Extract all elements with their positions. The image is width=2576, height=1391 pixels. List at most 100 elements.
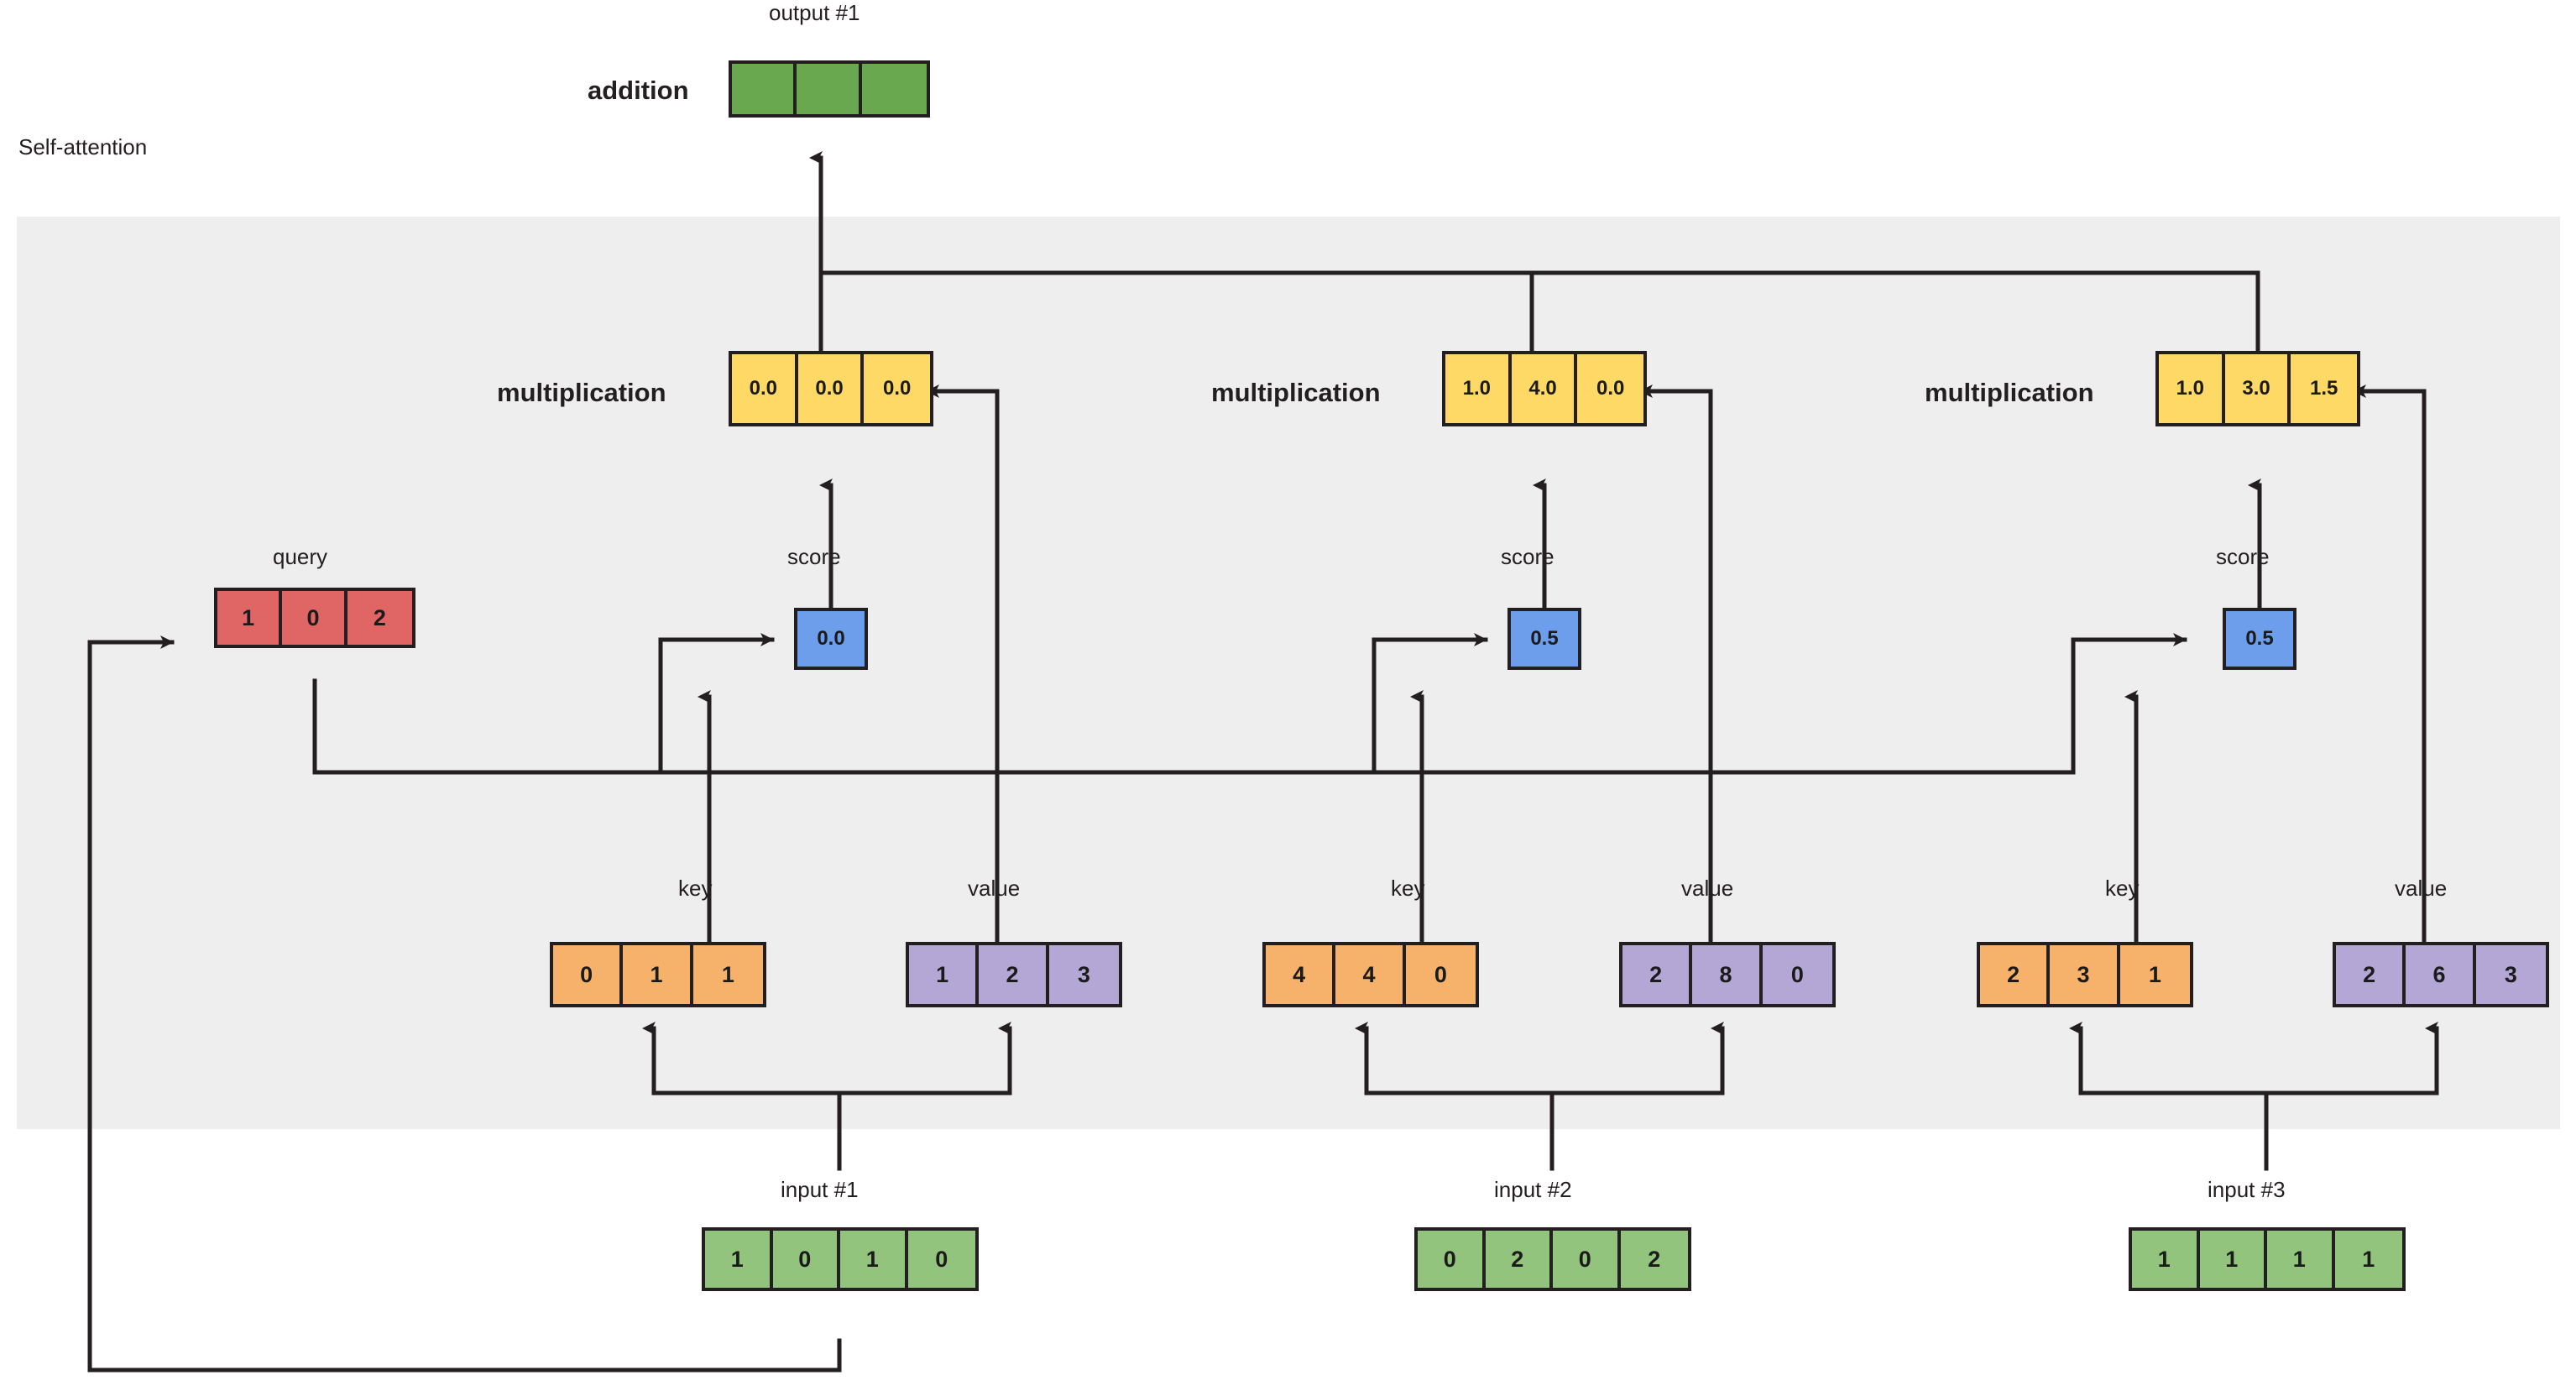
key-vector-3: 2 3 1	[1977, 942, 2193, 1007]
wire-input3-to-key3	[2069, 1022, 2269, 1171]
wire-value3-to-mult3	[2352, 384, 2427, 944]
multiplication-vector-3: 1.0 3.0 1.5	[2155, 351, 2360, 426]
key-cell: 1	[623, 945, 693, 1004]
output-cell	[732, 64, 797, 114]
multiplication-label-3: multiplication	[1925, 378, 2094, 407]
query-caption: query	[273, 544, 328, 569]
query-cell: 2	[373, 604, 386, 630]
mult-cell: 3.0	[2225, 354, 2291, 423]
wire-mult3-to-sum-bus	[818, 270, 2260, 353]
input-cell: 0	[1418, 1231, 1486, 1288]
wire-value2-to-mult2	[1638, 384, 1713, 944]
query-cell: 0	[282, 591, 347, 645]
key-vector-2: 4 4 0	[1262, 942, 1479, 1007]
key-cell: 0	[1434, 961, 1447, 987]
mult-cell: 0.0	[732, 354, 798, 423]
score-box-3: 0.5	[2223, 608, 2296, 670]
output-caption: output #1	[769, 0, 860, 25]
key-caption-2: key	[1391, 876, 1425, 901]
key-cell: 2	[1980, 945, 2051, 1004]
value-cell: 0	[1790, 961, 1804, 987]
wire-query-bus	[312, 678, 2076, 775]
mult-cell: 1.0	[1445, 354, 1512, 423]
score-caption-2: score	[1501, 544, 1554, 569]
multiplication-vector-1: 0.0 0.0 0.0	[729, 351, 933, 426]
score-value: 0.5	[2245, 627, 2274, 650]
value-caption-1: value	[968, 876, 1021, 901]
input-cell: 0	[773, 1231, 841, 1288]
input-vector-2: 0 2 0 2	[1414, 1227, 1691, 1291]
value-cell: 1	[909, 945, 980, 1004]
value-cell: 2	[979, 945, 1049, 1004]
mult-cell: 0.0	[1596, 377, 1625, 400]
wire-input1-to-key1	[642, 1022, 842, 1171]
input-cell: 1	[705, 1231, 773, 1288]
input-cell: 1	[2132, 1231, 2200, 1288]
input-caption-2: input #2	[1494, 1177, 1572, 1202]
wire-value1-to-mult1	[925, 384, 1000, 944]
wire-input2-to-key2	[1355, 1022, 1554, 1171]
mult-cell: 4.0	[1512, 354, 1578, 423]
value-vector-1: 1 2 3	[906, 942, 1122, 1007]
key-caption-3: key	[2105, 876, 2140, 901]
value-vector-2: 2 8 0	[1619, 942, 1836, 1007]
input-caption-3: input #3	[2208, 1177, 2286, 1202]
value-cell: 2	[2336, 945, 2406, 1004]
wire-query-to-score3	[2071, 633, 2187, 775]
output-cell	[797, 64, 862, 114]
key-caption-1: key	[678, 876, 713, 901]
mult-cell: 1.0	[2159, 354, 2225, 423]
value-caption-2: value	[1681, 876, 1734, 901]
key-cell: 1	[721, 961, 734, 987]
key-cell: 4	[1335, 945, 1406, 1004]
input-cell: 1	[2267, 1231, 2335, 1288]
input-cell: 0	[935, 1246, 948, 1272]
mult-cell: 0.0	[883, 377, 912, 400]
output-vector	[729, 60, 930, 118]
output-cell	[862, 64, 927, 114]
input-cell: 2	[1486, 1231, 1554, 1288]
key-vector-1: 0 1 1	[550, 942, 766, 1007]
value-cell: 3	[2504, 961, 2517, 987]
value-cell: 2	[1622, 945, 1693, 1004]
value-cell: 6	[2406, 945, 2476, 1004]
value-vector-3: 2 6 3	[2333, 942, 2549, 1007]
query-vector: 1 0 2	[214, 588, 415, 648]
score-caption-1: score	[787, 544, 841, 569]
value-cell: 8	[1692, 945, 1763, 1004]
input-vector-1: 1 0 1 0	[702, 1227, 979, 1291]
wire-input1-to-value1	[837, 1022, 1012, 1096]
score-caption-3: score	[2216, 544, 2270, 569]
mult-cell: 1.5	[2310, 377, 2338, 400]
input-cell: 2	[1648, 1246, 1661, 1272]
score-value: 0.0	[817, 627, 845, 650]
input-cell: 0	[1553, 1231, 1621, 1288]
input-vector-3: 1 1 1 1	[2129, 1227, 2406, 1291]
value-caption-3: value	[2395, 876, 2448, 901]
score-value: 0.5	[1530, 627, 1559, 650]
wire-input1-to-query	[87, 635, 842, 1373]
score-box-1: 0.0	[794, 608, 868, 670]
input-cell: 1	[840, 1231, 908, 1288]
key-cell: 1	[2148, 961, 2161, 987]
value-cell: 3	[1077, 961, 1090, 987]
mult-cell: 0.0	[798, 354, 865, 423]
input-caption-1: input #1	[781, 1177, 859, 1202]
key-cell: 3	[2050, 945, 2120, 1004]
query-cell: 1	[217, 591, 283, 645]
input-cell: 1	[2362, 1246, 2375, 1272]
key-cell: 0	[553, 945, 624, 1004]
score-box-2: 0.5	[1507, 608, 1581, 670]
multiplication-label-1: multiplication	[497, 378, 666, 407]
input-cell: 1	[2200, 1231, 2268, 1288]
multiplication-label-2: multiplication	[1211, 378, 1381, 407]
addition-label: addition	[588, 76, 689, 105]
key-cell: 4	[1266, 945, 1336, 1004]
section-title: Self-attention	[18, 134, 148, 159]
wire-query-to-score1	[658, 633, 775, 775]
multiplication-vector-2: 1.0 4.0 0.0	[1442, 351, 1647, 426]
wire-query-to-score2	[1372, 633, 1488, 775]
wire-input2-to-value2	[1549, 1022, 1725, 1096]
